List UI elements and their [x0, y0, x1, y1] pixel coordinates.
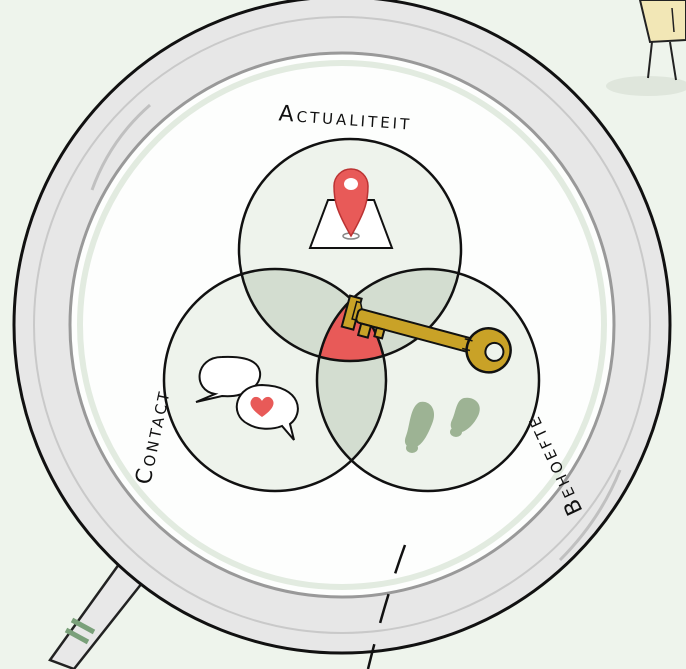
magnifier-scene: Actualiteit Contact Behoefte — [0, 0, 686, 669]
